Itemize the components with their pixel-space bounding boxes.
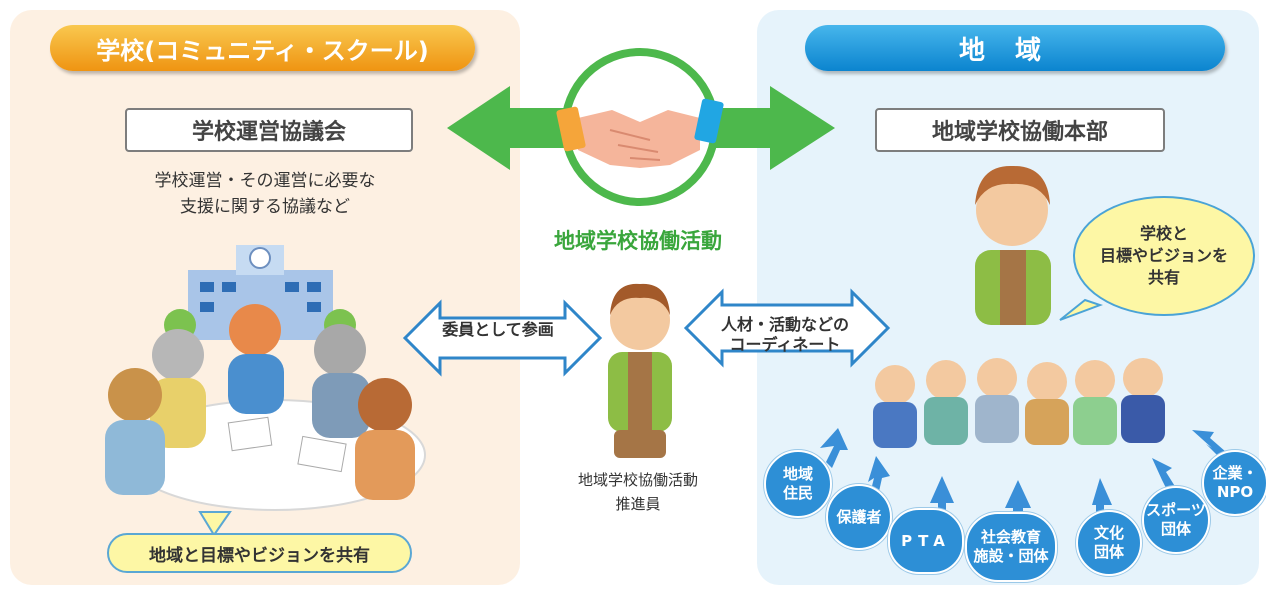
coordination-label-line: コーディネート	[729, 335, 841, 354]
collab-activity-label: 地域学校協働活動	[554, 229, 722, 253]
group-label: 文化	[1093, 524, 1124, 542]
group-companies-npo: 企業・ NPO	[1202, 450, 1266, 516]
group-label: 保護者	[836, 507, 882, 526]
meeting-pointer	[198, 511, 232, 537]
council-description: 学校運営・その運営に必要な 支援に関する協議など	[110, 168, 420, 220]
group-guardians: 保護者	[826, 484, 892, 550]
coordinator-illustration	[608, 283, 672, 458]
shared-vision-box: 地域と目標やビジョンを共有	[107, 533, 412, 573]
speech-bubble-tail	[1059, 298, 1103, 321]
group-label: 社会教育	[980, 528, 1041, 546]
group-pta: PTA	[888, 508, 964, 574]
group-label: 地域	[782, 465, 813, 483]
group-label: 団体	[1093, 543, 1124, 561]
group-sports: スポーツ 団体	[1142, 486, 1210, 554]
speech-bubble-line: 共有	[1147, 268, 1180, 287]
coordinator-label: 地域学校協働活動 推進員	[548, 468, 728, 516]
group-label: NPO	[1216, 483, 1254, 501]
group-label: スポーツ	[1146, 501, 1206, 519]
group-label: 施設・団体	[973, 547, 1049, 565]
coordination-label-line: 人材・活動などの	[720, 315, 849, 334]
speech-bubble-line: 目標やビジョンを	[1099, 246, 1228, 265]
meeting-illustration	[105, 304, 426, 511]
handshake-icon	[556, 98, 724, 168]
coordinator-label-line: 地域学校協働活動	[577, 471, 698, 489]
member-arrow	[402, 299, 603, 377]
group-social-education: 社会教育 施設・団体	[965, 512, 1057, 582]
region-leader-illustration	[975, 165, 1051, 325]
council-description-line: 支援に関する協議など	[180, 197, 350, 217]
school-council-label: 学校運営協議会	[125, 108, 413, 152]
group-arrows	[820, 428, 1226, 520]
member-participation-label: 委員として参画	[442, 320, 554, 339]
coordination-label: 人材・活動などの コーディネート	[700, 315, 870, 355]
region-hq-label: 地域学校協働本部	[875, 108, 1165, 152]
group-residents: 地域 住民	[764, 450, 832, 518]
school-title: 学校(コミュニティ・スクール)	[50, 25, 475, 71]
group-label: 企業・	[1212, 464, 1258, 482]
speech-bubble: 学校と 目標やビジョンを 共有	[1073, 196, 1255, 316]
group-label: PTA	[901, 531, 951, 550]
council-description-line: 学校運営・その運営に必要な	[154, 171, 376, 191]
group-label: 住民	[782, 484, 813, 502]
coordinator-label-line: 推進員	[615, 495, 661, 513]
community-people-illustration	[873, 358, 1165, 448]
region-title: 地域	[805, 25, 1225, 71]
group-culture: 文化 団体	[1076, 510, 1142, 576]
group-label: 団体	[1160, 520, 1191, 538]
coordinate-arrow	[683, 288, 891, 368]
speech-bubble-line: 学校と	[1139, 224, 1188, 243]
